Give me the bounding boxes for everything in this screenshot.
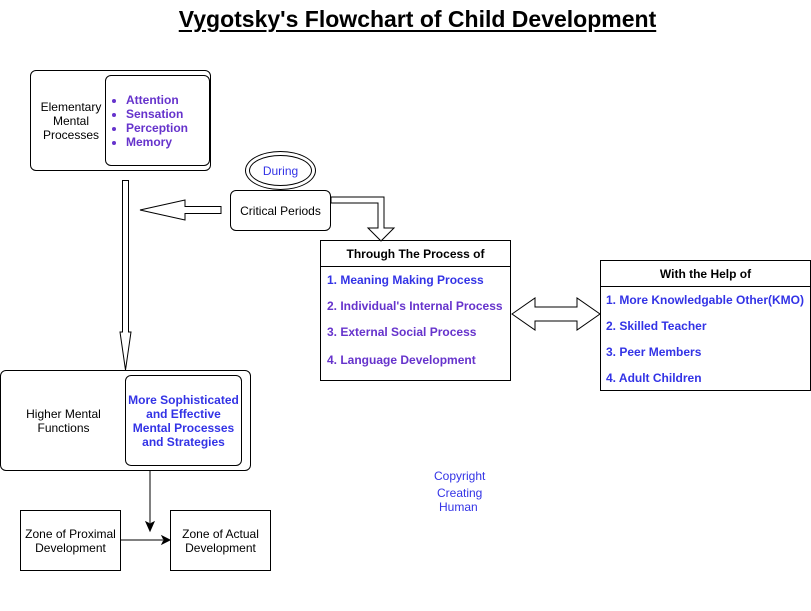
help-item-2: 2. Skilled Teacher — [606, 319, 707, 333]
zpd-box: Zone of Proximal Development — [20, 510, 121, 571]
critical-periods-box: Critical Periods — [230, 190, 331, 231]
process-item-4: 4. Language Development — [327, 353, 476, 367]
list-item: Sensation — [126, 107, 188, 121]
zad-box: Zone of Actual Development — [170, 510, 271, 571]
elementary-to-higher-arrow — [119, 180, 132, 371]
elementary-processes-label: Elementary Mental Processes — [40, 99, 102, 142]
process-table-header: Through The Process of — [321, 241, 510, 267]
process-item-1: 1. Meaning Making Process — [327, 273, 484, 287]
list-item: Perception — [126, 121, 188, 135]
higher-functions-detail: More Sophisticated and Effective Mental … — [125, 375, 242, 466]
elementary-processes-list: Attention Sensation Perception Memory — [106, 93, 188, 149]
list-item: Memory — [126, 135, 188, 149]
copyright-line-2: Creating — [437, 486, 483, 500]
copyright-text: Copyright Creating Human — [420, 468, 500, 514]
higher-to-zone-arrowhead — [144, 520, 156, 533]
process-item-3: 3. External Social Process — [327, 325, 477, 339]
during-label: During — [262, 163, 299, 178]
diagram-title: Vygotsky's Flowchart of Child Developmen… — [178, 6, 657, 32]
process-item-2: 2. Individual's Internal Process — [327, 299, 503, 313]
copyright-line-3: Human — [439, 500, 478, 514]
higher-functions-label: Higher Mental Functions — [26, 406, 101, 435]
process-help-double-arrow — [511, 297, 601, 331]
elementary-processes-box: Elementary Mental Processes Attention Se… — [30, 70, 211, 171]
list-item: Attention — [126, 93, 188, 107]
during-inner-ellipse — [249, 155, 312, 186]
help-item-1: 1. More Knowledgable Other(KMO) — [606, 293, 805, 307]
help-table-header: With the Help of — [601, 261, 810, 287]
zpd-to-zad-arrowhead — [160, 534, 172, 546]
during-ellipse: During — [245, 151, 316, 190]
help-item-3: 3. Peer Members — [606, 345, 702, 359]
help-table: With the Help of 1. More Knowledgable Ot… — [600, 260, 811, 391]
higher-functions-box: Higher Mental Functions More Sophisticat… — [0, 370, 251, 471]
help-item-4: 4. Adult Children — [606, 371, 702, 385]
critical-to-process-arrow — [330, 196, 396, 242]
process-table: Through The Process of 1. Meaning Making… — [320, 240, 511, 381]
copyright-line-1: Copyright — [434, 469, 486, 483]
elementary-processes-list-box: Attention Sensation Perception Memory — [105, 75, 210, 166]
critical-periods-left-arrow — [139, 199, 222, 221]
